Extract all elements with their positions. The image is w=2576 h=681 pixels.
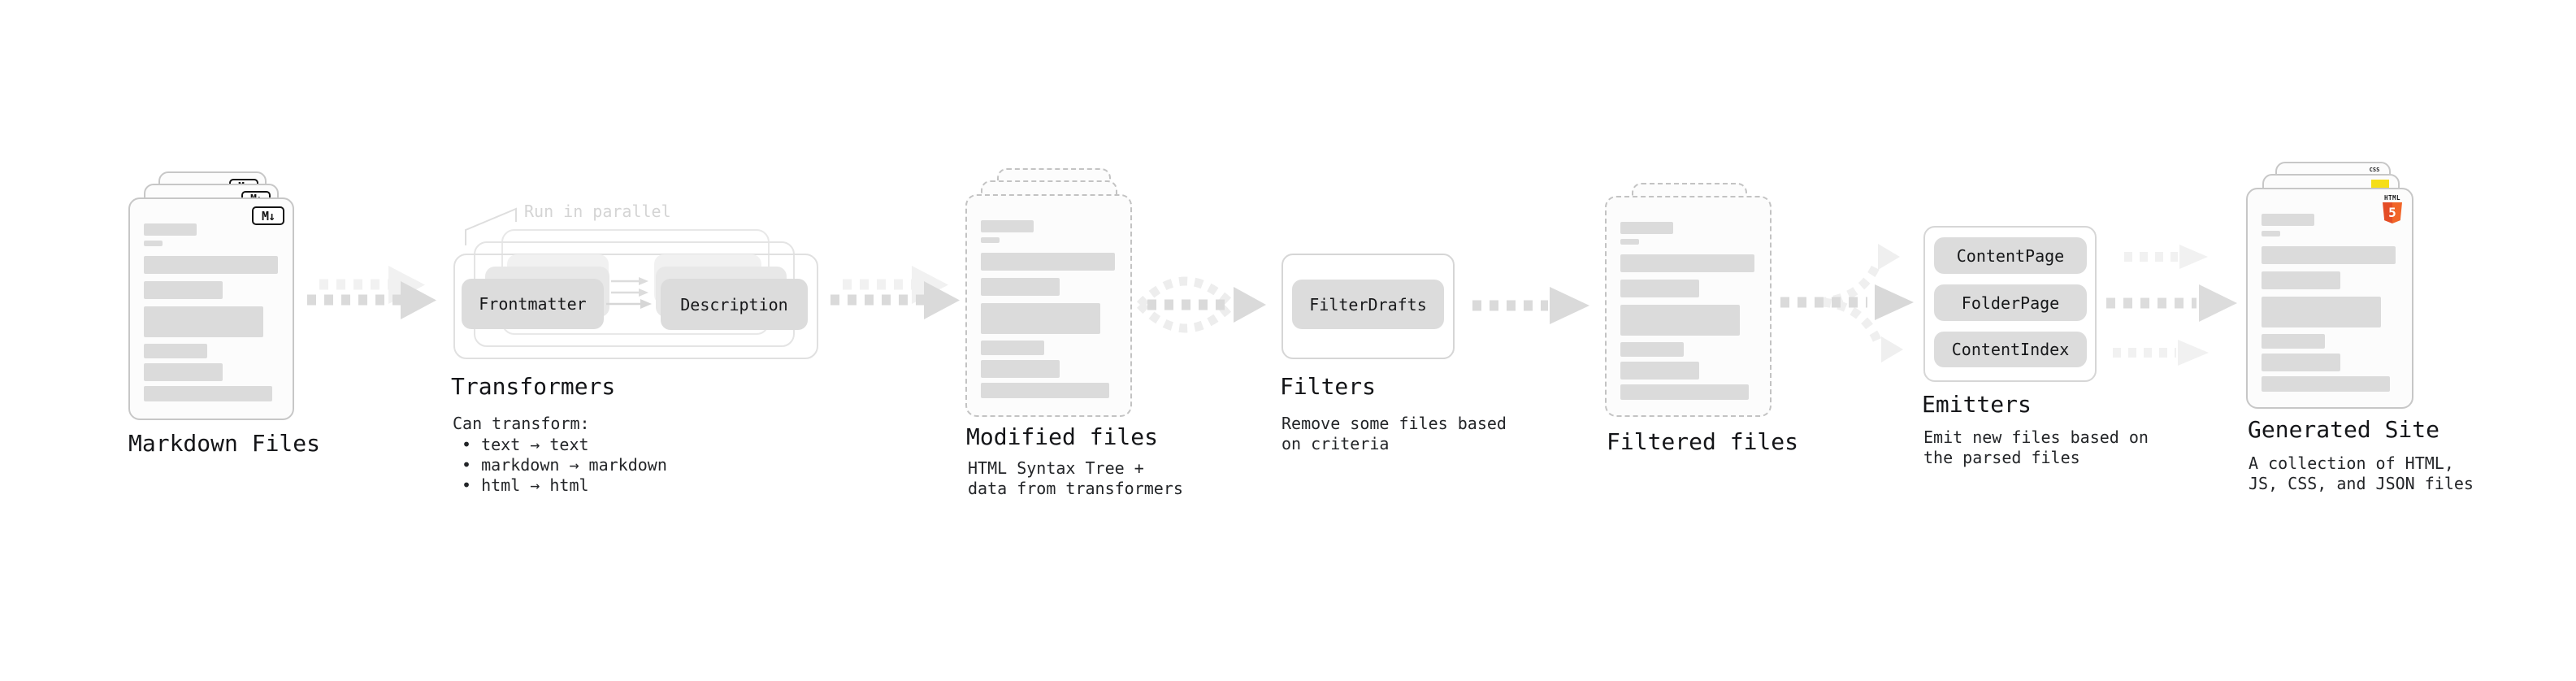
doc-line bbox=[981, 220, 1034, 232]
doc-line bbox=[981, 253, 1115, 271]
emitter-folder-page-pill: FolderPage bbox=[1934, 284, 2087, 321]
markdown-files-label: Markdown Files bbox=[128, 430, 321, 457]
doc-line bbox=[144, 241, 163, 246]
desc-line: JS, CSS, and JSON files bbox=[2249, 474, 2474, 493]
doc-line bbox=[981, 237, 1000, 243]
doc-line bbox=[1620, 362, 1699, 380]
transformer-description-pill: Description bbox=[661, 279, 808, 330]
doc-line bbox=[2262, 214, 2314, 226]
arrow-modified-to-filters bbox=[1137, 276, 1266, 333]
emitters-desc: Emit new files based on the parsed files bbox=[1923, 427, 2149, 468]
doc-line bbox=[144, 363, 223, 381]
modified-files-desc: HTML Syntax Tree + data from transformer… bbox=[968, 458, 1183, 499]
filters-label: Filters bbox=[1280, 373, 1377, 400]
doc-line bbox=[1620, 342, 1684, 357]
arrow-filtered-to-emitters bbox=[1780, 244, 1914, 362]
filter-drafts-pill: FilterDrafts bbox=[1292, 280, 1444, 329]
transform-bullet: • html → html bbox=[462, 475, 589, 495]
desc-line: the parsed files bbox=[1923, 448, 2080, 467]
generated-site-label: Generated Site bbox=[2248, 416, 2440, 443]
desc-line: Emit new files based on bbox=[1923, 427, 2149, 447]
transform-bullet: • markdown → markdown bbox=[462, 455, 667, 475]
doc-line bbox=[144, 223, 197, 236]
callout-line bbox=[465, 207, 517, 245]
doc-line bbox=[1620, 254, 1754, 272]
doc-line bbox=[144, 306, 263, 337]
doc-line bbox=[1620, 222, 1673, 234]
doc-content-lines bbox=[2262, 214, 2396, 392]
modified-files-label: Modified files bbox=[966, 423, 1159, 450]
arrow-markdown-to-transformers bbox=[307, 266, 436, 319]
doc-line bbox=[144, 281, 223, 299]
modified-file-card-front bbox=[965, 194, 1132, 417]
desc-line: A collection of HTML, bbox=[2249, 453, 2454, 473]
filtered-file-card-front bbox=[1605, 196, 1772, 417]
doc-line bbox=[144, 344, 207, 358]
transformer-frontmatter-pill: Frontmatter bbox=[462, 279, 604, 329]
arrow-filters-to-filtered bbox=[1472, 287, 1589, 324]
doc-content-lines bbox=[144, 223, 278, 401]
desc-line: on criteria bbox=[1281, 434, 1390, 453]
transform-bullet: • text → text bbox=[462, 435, 589, 454]
doc-content-lines bbox=[1620, 222, 1754, 400]
emitters-label: Emitters bbox=[1922, 391, 2032, 418]
doc-line bbox=[1620, 280, 1699, 297]
filtered-files-label: Filtered files bbox=[1607, 428, 1799, 455]
run-in-parallel-callout: Run in parallel bbox=[524, 202, 671, 221]
site-file-card-html: HTML 5 bbox=[2246, 188, 2413, 409]
javascript-icon bbox=[2371, 180, 2389, 190]
markdown-file-card-front: M↓ bbox=[128, 197, 294, 420]
doc-content-lines bbox=[981, 220, 1115, 398]
doc-line bbox=[2262, 297, 2381, 327]
doc-line bbox=[981, 383, 1109, 398]
doc-line bbox=[981, 303, 1100, 334]
doc-line bbox=[981, 278, 1060, 296]
desc-line: data from transformers bbox=[968, 479, 1183, 498]
filters-desc: Remove some files based on criteria bbox=[1281, 414, 1507, 454]
arrow-emitter-bottom-to-site bbox=[2113, 340, 2209, 366]
doc-line bbox=[981, 360, 1060, 378]
desc-line: Remove some files based bbox=[1281, 414, 1507, 433]
emitter-content-index-pill: ContentIndex bbox=[1934, 332, 2087, 367]
doc-line bbox=[1620, 239, 1639, 245]
doc-line bbox=[2262, 271, 2340, 289]
transformers-bullet-list: • text → text • markdown → markdown • ht… bbox=[462, 435, 667, 496]
doc-line bbox=[2262, 334, 2325, 349]
html5-icon-shield: 5 bbox=[2383, 202, 2402, 223]
doc-line bbox=[2262, 231, 2280, 236]
doc-line bbox=[2262, 354, 2340, 371]
emitter-content-page-pill: ContentPage bbox=[1934, 237, 2087, 274]
parallel-arrows bbox=[606, 277, 652, 309]
generated-site-desc: A collection of HTML, JS, CSS, and JSON … bbox=[2249, 453, 2474, 494]
arrow-transformers-to-modified bbox=[830, 266, 960, 319]
doc-line bbox=[2262, 376, 2390, 392]
arrow-emitter-middle-to-site bbox=[2106, 284, 2237, 322]
desc-line: HTML Syntax Tree + bbox=[968, 458, 1144, 478]
html5-icon: HTML 5 bbox=[2382, 194, 2403, 223]
doc-line bbox=[981, 340, 1044, 355]
doc-line bbox=[144, 256, 278, 274]
doc-line bbox=[1620, 305, 1740, 336]
html5-icon-word: HTML bbox=[2383, 194, 2401, 202]
transformer-stack-box-front bbox=[453, 254, 818, 359]
doc-line bbox=[2262, 246, 2396, 264]
doc-line bbox=[144, 386, 272, 401]
css-icon-label: CSS bbox=[2369, 167, 2380, 173]
markdown-icon: M↓ bbox=[252, 206, 284, 225]
doc-line bbox=[1620, 384, 1749, 400]
arrow-emitter-top-to-site bbox=[2124, 245, 2208, 269]
transformers-label: Transformers bbox=[451, 373, 616, 400]
transformers-desc-heading: Can transform: bbox=[453, 414, 590, 433]
